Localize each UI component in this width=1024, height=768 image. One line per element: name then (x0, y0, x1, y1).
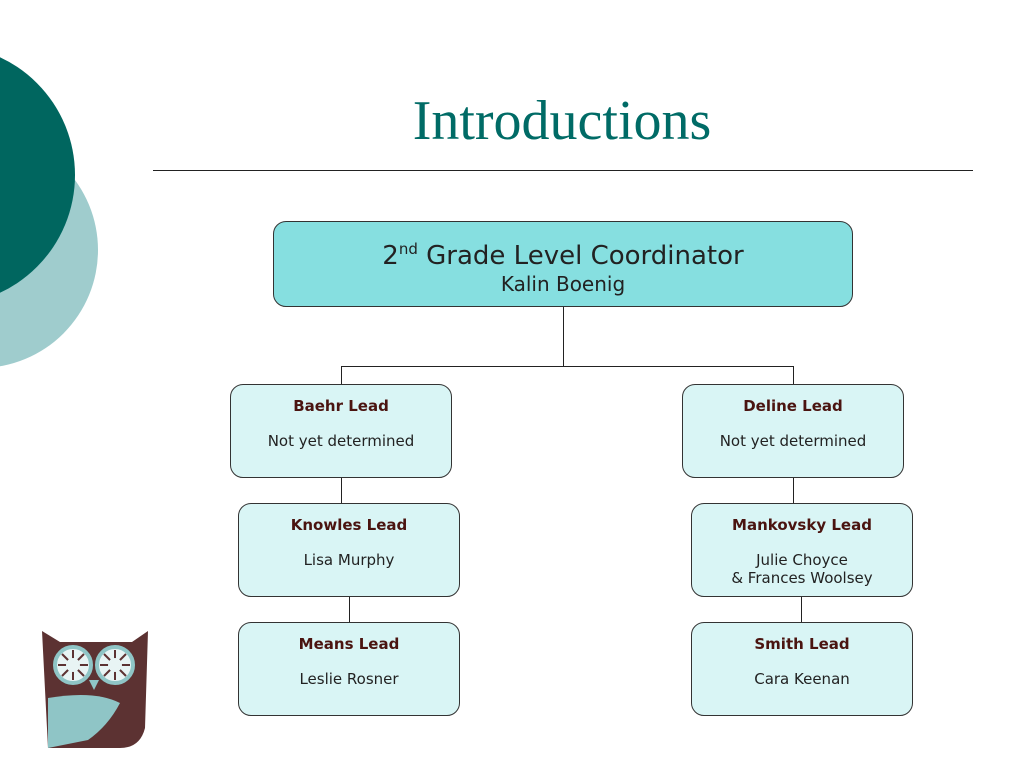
slide-title: Introductions (412, 90, 712, 152)
deline-lead-box: Deline Lead Not yet determined (682, 384, 904, 478)
box-role: Smith Lead (754, 635, 850, 653)
connector (801, 597, 802, 623)
coordinator-ordinal: 2 (382, 241, 399, 271)
owl-logo (42, 631, 148, 748)
decorative-circles (0, 57, 98, 367)
box-person: Lisa Murphy (303, 551, 395, 569)
box-person: Not yet determined (267, 432, 415, 450)
box-person: Julie Choyce (756, 551, 848, 569)
box-role: Mankovsky Lead (732, 516, 872, 534)
connector (563, 306, 564, 366)
connector (341, 477, 342, 504)
mankovsky-lead-box: Mankovsky Lead Julie Choyce & Frances Wo… (691, 503, 913, 597)
box-role: Baehr Lead (293, 397, 389, 415)
box-person: Not yet determined (719, 432, 867, 450)
means-lead-box: Means Lead Leslie Rosner (238, 622, 460, 716)
connector (341, 366, 794, 367)
coordinator-box: 2nd Grade Level Coordinator Kalin Boenig (273, 221, 853, 307)
coordinator-name: Kalin Boenig (500, 272, 626, 296)
coordinator-role-text: Grade Level Coordinator (426, 241, 744, 271)
smith-lead-box: Smith Lead Cara Keenan (691, 622, 913, 716)
connector (349, 597, 350, 623)
knowles-lead-box: Knowles Lead Lisa Murphy (238, 503, 460, 597)
baehr-lead-box: Baehr Lead Not yet determined (230, 384, 452, 478)
title-divider (153, 170, 973, 171)
connector (793, 477, 794, 504)
box-person: Leslie Rosner (299, 670, 399, 688)
connector (341, 366, 342, 384)
connector (793, 366, 794, 384)
coordinator-ordinal-suffix: nd (398, 240, 418, 258)
box-person: Cara Keenan (754, 670, 850, 688)
box-role: Knowles Lead (290, 516, 408, 534)
box-role: Means Lead (298, 635, 400, 653)
coordinator-role: 2nd Grade Level Coordinator (274, 234, 852, 271)
box-person-line2: & Frances Woolsey (731, 569, 873, 587)
box-role: Deline Lead (743, 397, 843, 415)
